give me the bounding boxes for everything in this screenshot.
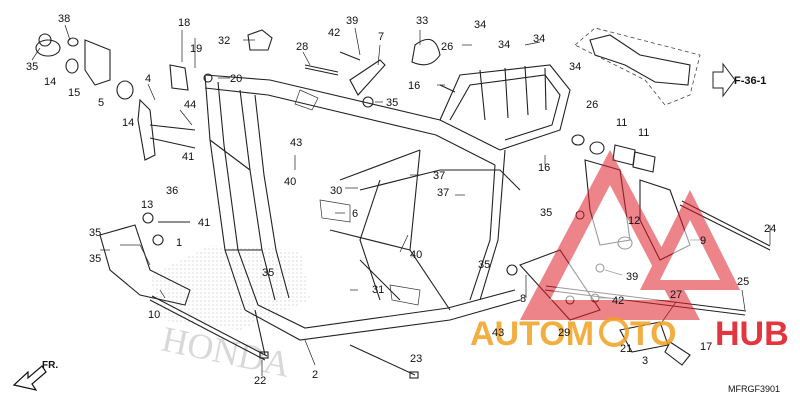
callout-35: 35 xyxy=(26,61,38,73)
diagram-code: MFRGF3901 xyxy=(728,384,780,394)
callout-40: 40 xyxy=(284,176,296,188)
callout-11: 11 xyxy=(616,117,627,129)
callout-9: 9 xyxy=(700,235,706,247)
callout-38: 38 xyxy=(58,13,70,25)
top-center-parts xyxy=(247,29,456,108)
callout-13: 13 xyxy=(141,199,153,211)
callout-11: 11 xyxy=(638,127,649,139)
callout-26: 26 xyxy=(441,41,453,53)
callout-44: 44 xyxy=(184,99,196,111)
callout-3: 3 xyxy=(642,355,648,367)
autohub-logo-text: AUTOM TO HUB xyxy=(470,315,789,353)
callout-29: 29 xyxy=(558,327,570,339)
callout-35: 35 xyxy=(89,253,101,265)
rear-bracket xyxy=(574,27,701,106)
front-direction-arrow: FR. xyxy=(12,360,58,391)
svg-text:HUB: HUB xyxy=(715,315,789,353)
callout-37: 37 xyxy=(433,170,445,182)
callout-33: 33 xyxy=(416,15,428,27)
callout-19: 19 xyxy=(190,43,202,55)
svg-text:AUTOM: AUTOM xyxy=(470,315,594,353)
callout-34: 34 xyxy=(474,19,486,31)
callout-6: 6 xyxy=(352,208,358,220)
long-bolts xyxy=(254,309,419,379)
callout-43: 43 xyxy=(492,327,504,339)
callout-16: 16 xyxy=(408,80,420,92)
callout-14: 14 xyxy=(44,76,56,88)
callout-25: 25 xyxy=(737,276,749,288)
callout-1: 1 xyxy=(176,237,182,249)
direction-label: FR. xyxy=(42,360,58,371)
callout-35: 35 xyxy=(262,267,274,279)
callout-16: 16 xyxy=(538,162,550,174)
callout-28: 28 xyxy=(296,41,308,53)
autohub-logo-triangles xyxy=(520,150,740,320)
callout-10: 10 xyxy=(148,309,160,321)
callout-40: 40 xyxy=(410,249,422,261)
callout-22: 22 xyxy=(254,375,266,387)
main-frame xyxy=(204,64,571,341)
svg-text:TO: TO xyxy=(630,315,677,353)
callout-34: 34 xyxy=(498,39,510,51)
callout-34: 34 xyxy=(569,61,581,73)
callout-26: 26 xyxy=(586,99,598,111)
callout-42: 42 xyxy=(328,27,340,39)
callout-30: 30 xyxy=(330,185,342,197)
callout-21: 21 xyxy=(620,343,632,355)
callout-4: 4 xyxy=(145,73,151,85)
callout-35: 35 xyxy=(89,227,101,239)
callout-12: 12 xyxy=(628,215,640,227)
callout-14: 14 xyxy=(122,117,134,129)
callout-35: 35 xyxy=(540,207,552,219)
callout-39: 39 xyxy=(626,271,638,283)
callout-27: 27 xyxy=(670,289,682,301)
reference-label: F-36-1 xyxy=(734,75,766,87)
callout-34: 34 xyxy=(533,33,545,45)
callout-24: 24 xyxy=(764,223,776,235)
callout-17: 17 xyxy=(700,341,712,353)
svg-text:HONDA: HONDA xyxy=(158,319,293,385)
callout-23: 23 xyxy=(410,353,422,365)
callout-42: 42 xyxy=(612,295,624,307)
callout-35: 35 xyxy=(386,97,398,109)
callout-37: 37 xyxy=(437,187,449,199)
callout-18: 18 xyxy=(178,17,190,29)
callout-39: 39 xyxy=(346,15,358,27)
callout-41: 41 xyxy=(182,151,194,163)
callout-32: 32 xyxy=(218,35,230,47)
callout-20: 20 xyxy=(230,73,242,85)
callout-5: 5 xyxy=(98,97,104,109)
callout-2: 2 xyxy=(312,369,318,381)
callout-8: 8 xyxy=(520,293,526,305)
callout-43: 43 xyxy=(290,137,302,149)
callout-41: 41 xyxy=(198,217,210,229)
callout-7: 7 xyxy=(378,31,384,43)
reference-arrow: F-36-1 xyxy=(712,62,766,98)
callout-31: 31 xyxy=(372,284,384,296)
left-parts xyxy=(35,33,268,361)
callout-15: 15 xyxy=(68,87,80,99)
callout-36: 36 xyxy=(166,185,178,197)
callout-35: 35 xyxy=(478,259,490,271)
